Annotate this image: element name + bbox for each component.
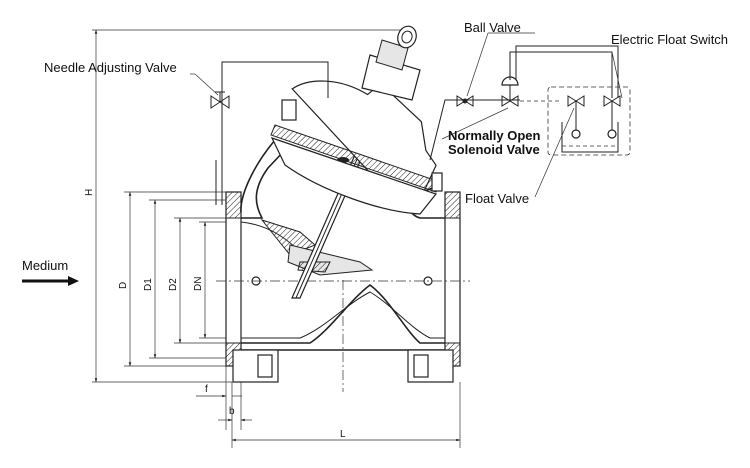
float-switch-icon <box>603 95 621 139</box>
label-ball-valve: Ball Valve <box>464 20 521 35</box>
label-electric-float-switch: Electric Float Switch <box>611 32 728 47</box>
dim-d1: D1 <box>143 278 154 291</box>
label-medium: Medium <box>22 258 68 273</box>
label-needle-adjusting-valve: Needle Adjusting Valve <box>44 60 177 75</box>
dim-l: L <box>340 429 346 440</box>
labels: Ball Valve Electric Float Switch Needle … <box>22 20 728 440</box>
needle-valve-icon <box>210 91 230 109</box>
pilot-piping <box>210 45 631 205</box>
ball-valve-icon <box>456 95 474 107</box>
bonnet <box>270 25 443 215</box>
valve-body <box>216 139 470 392</box>
dim-d: D <box>118 282 129 289</box>
dim-d2: D2 <box>168 278 179 291</box>
dim-f: f <box>205 384 208 395</box>
label-solenoid-valve: Solenoid Valve <box>448 142 540 157</box>
dim-h: H <box>84 189 95 196</box>
dim-b: b <box>229 406 235 417</box>
label-float-valve: Float Valve <box>465 191 529 206</box>
flow-arrow <box>22 276 79 286</box>
float-valve-icon <box>567 95 585 139</box>
label-normally-open: Normally Open <box>448 128 541 143</box>
leader-lines <box>190 32 623 198</box>
dim-dn: DN <box>193 277 204 291</box>
solenoid-valve-icon <box>501 76 519 107</box>
